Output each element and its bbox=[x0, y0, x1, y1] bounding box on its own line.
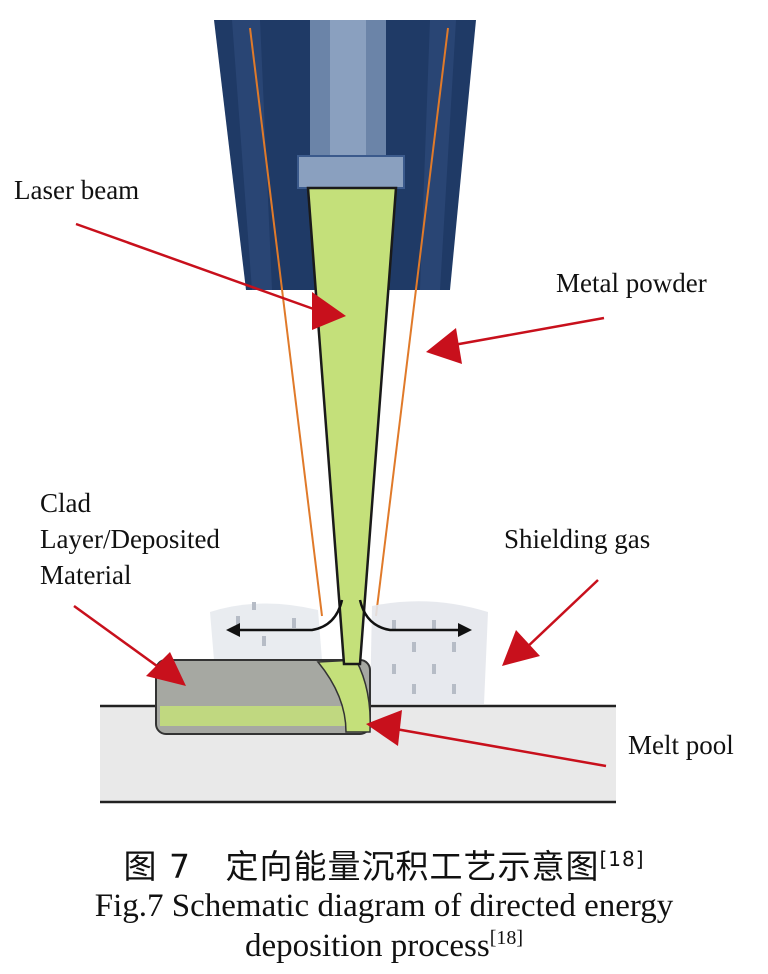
caption-en-ref: [18] bbox=[489, 927, 524, 949]
label-laser-beam: Laser beam bbox=[14, 175, 140, 205]
label-shielding-gas: Shielding gas bbox=[504, 524, 651, 554]
deposition-nozzle bbox=[214, 20, 476, 290]
powder-stream-lines bbox=[249, 27, 449, 617]
laser-beam bbox=[306, 186, 398, 666]
melt-pool-arrow bbox=[366, 710, 607, 768]
laser-beam-arrow bbox=[75, 222, 346, 330]
caption-chinese: 图 7 定向能量沉积工艺示意图[18] bbox=[0, 840, 768, 888]
pointer-arrows bbox=[73, 222, 607, 768]
caption-cn-prefix: 图 7 bbox=[123, 847, 191, 886]
shielding-gas-arrow bbox=[502, 579, 599, 666]
clad-layer bbox=[155, 659, 371, 735]
gas-flow-arrow bbox=[226, 599, 472, 637]
label-clad-line3: Material bbox=[40, 560, 132, 590]
caption-en-line2: deposition process bbox=[244, 928, 490, 964]
label-clad-line1: Clad bbox=[40, 488, 91, 518]
label-clad-line2: Layer/Deposited bbox=[40, 524, 220, 554]
melt-pool bbox=[316, 659, 371, 733]
caption-cn-title: 定向能量沉积工艺示意图 bbox=[225, 847, 600, 886]
metal-powder-arrow bbox=[426, 316, 605, 364]
clad-layer-arrow bbox=[73, 604, 186, 686]
label-melt-pool: Melt pool bbox=[628, 730, 734, 760]
caption-english: Fig.7 Schematic diagram of directed ener… bbox=[0, 886, 768, 966]
caption-en-line1: Fig.7 Schematic diagram of directed ener… bbox=[94, 888, 674, 924]
caption-cn-ref: [18] bbox=[599, 847, 645, 871]
label-metal-powder: Metal powder bbox=[556, 268, 707, 298]
